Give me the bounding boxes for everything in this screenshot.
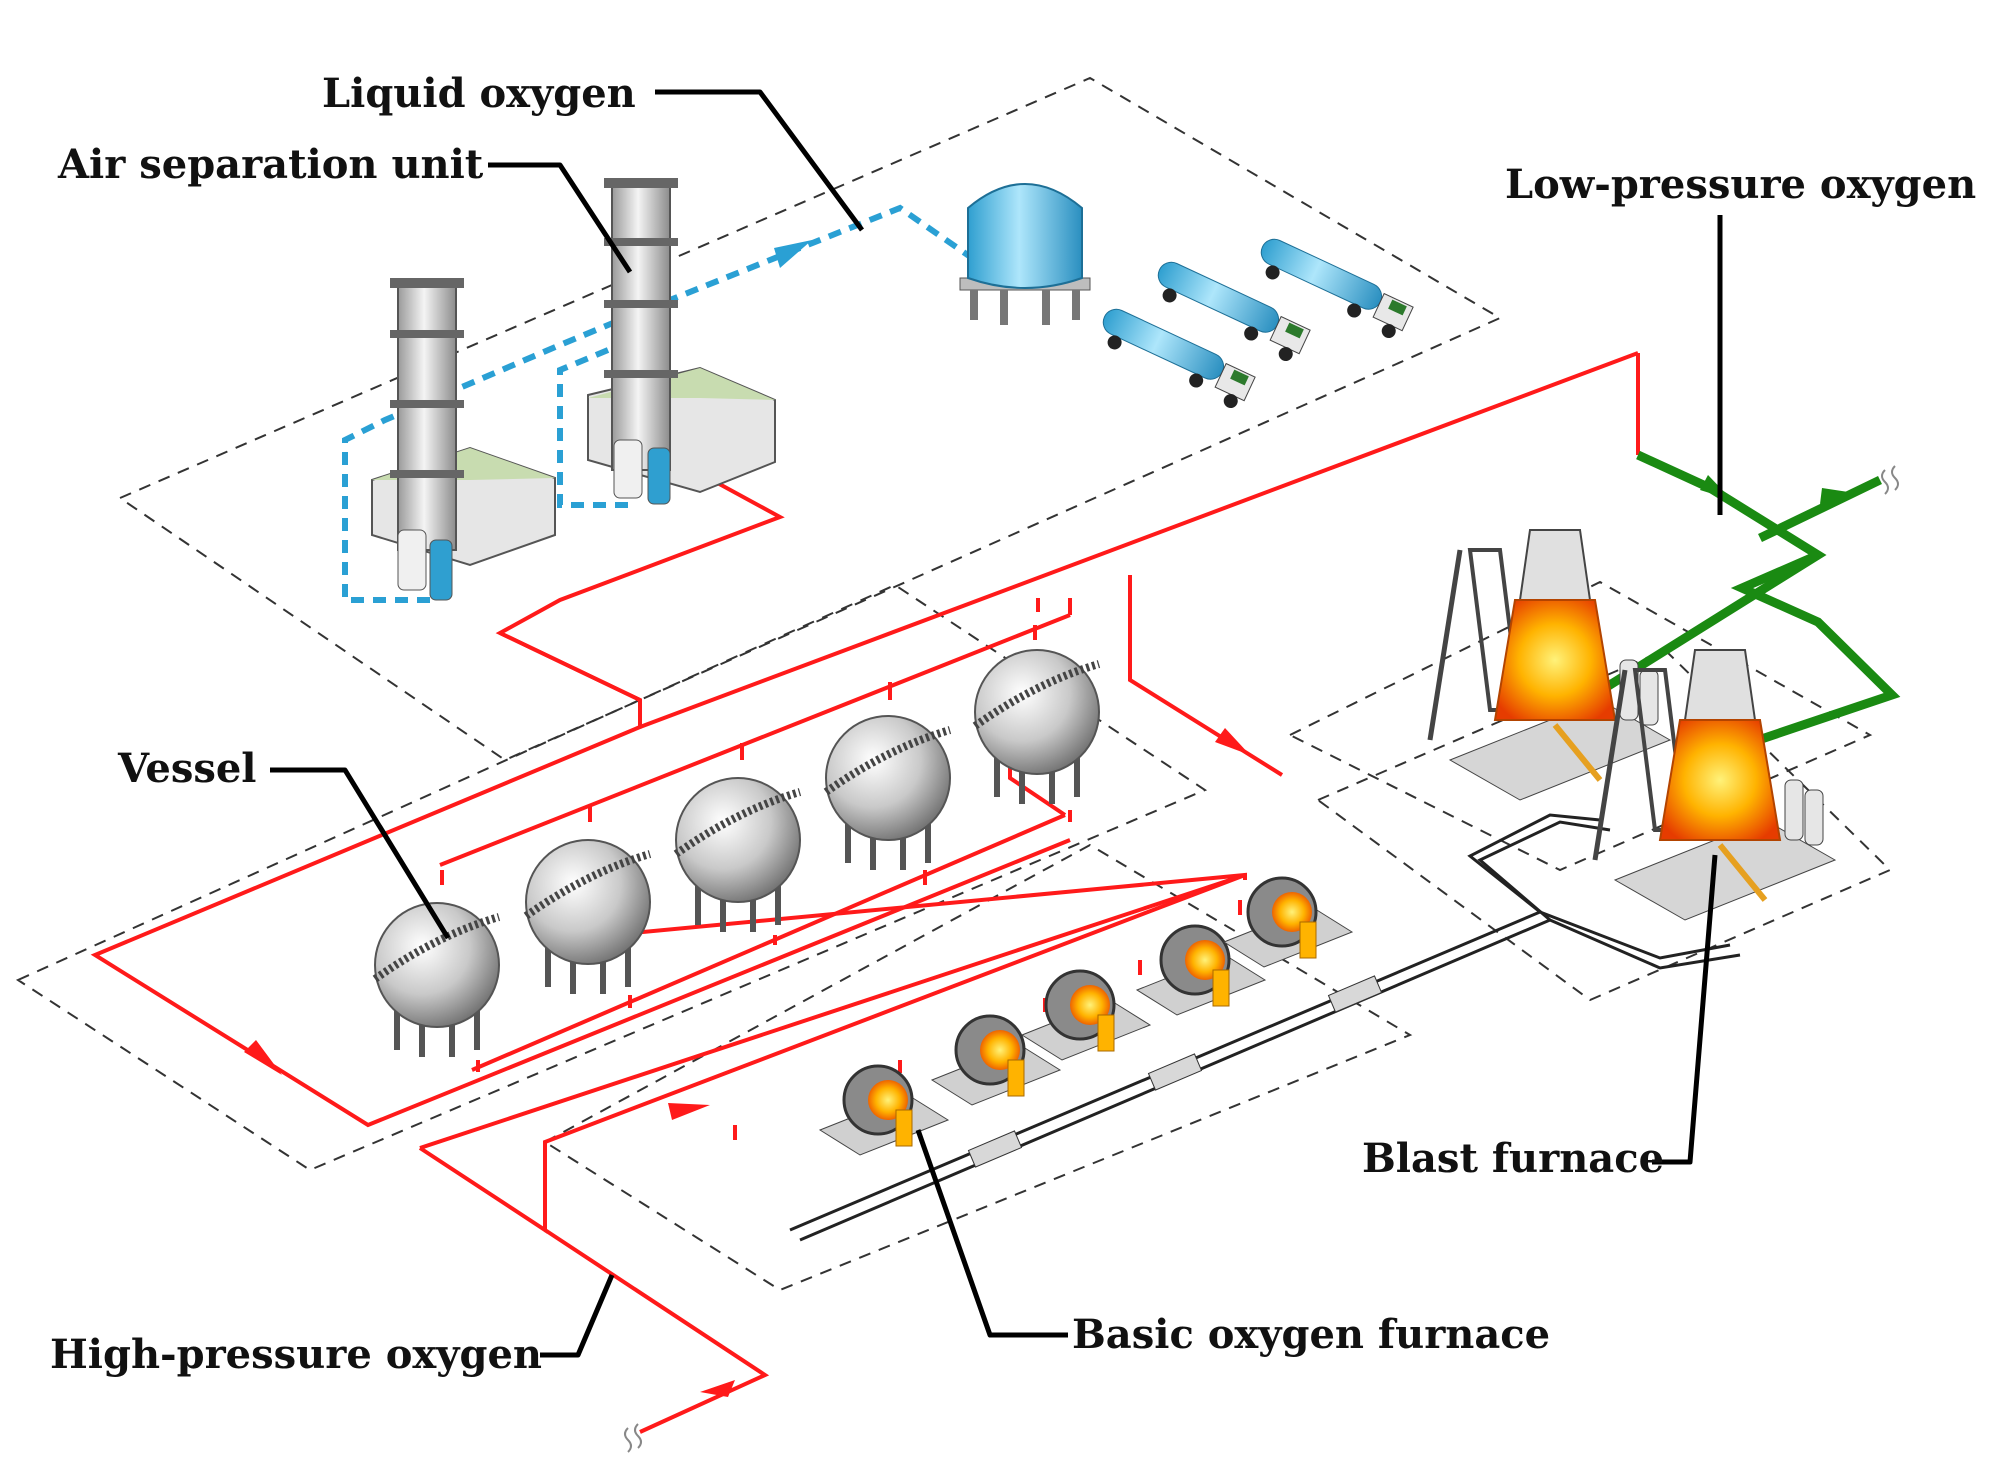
high-pressure-oxygen-pipeline bbox=[90, 351, 1640, 1453]
converter-icon bbox=[1222, 876, 1354, 968]
blast-furnace-icon bbox=[1427, 529, 1672, 801]
column-icon bbox=[397, 279, 457, 551]
liquid-oxygen-tank bbox=[959, 183, 1091, 325]
zone-vessels bbox=[15, 583, 1208, 1172]
flow-arrow-icon bbox=[1820, 488, 1855, 504]
zone-blast-furnace-1 bbox=[1287, 580, 1873, 872]
leader-air-separation-unit bbox=[488, 162, 633, 274]
column-icon bbox=[611, 179, 671, 471]
truck-icon bbox=[1102, 308, 1256, 409]
blast-furnace-group bbox=[1427, 529, 1837, 921]
sphere-tank-icon bbox=[372, 902, 501, 1057]
liquid-oxygen-line bbox=[342, 204, 974, 603]
flow-arrow-icon bbox=[774, 240, 812, 268]
air-separation-unit-2 bbox=[587, 178, 776, 505]
truck-icon bbox=[1157, 261, 1311, 362]
zone-air-separation bbox=[117, 76, 1503, 762]
flow-arrow-icon bbox=[700, 1380, 735, 1397]
sphere-tank-icon bbox=[823, 715, 952, 870]
leader-lines bbox=[270, 89, 1723, 1358]
zone-basic-oxygen-furnace bbox=[543, 843, 1413, 1292]
leader-liquid-oxygen bbox=[655, 89, 865, 232]
label-high-pressure-oxygen: High-pressure oxygen bbox=[50, 1331, 542, 1378]
label-liquid-oxygen: Liquid oxygen bbox=[322, 70, 636, 117]
label-basic-oxygen-furnace: Basic oxygen furnace bbox=[1072, 1311, 1550, 1358]
label-blast-furnace: Blast furnace bbox=[1362, 1135, 1664, 1182]
leader-blast-furnace bbox=[1652, 854, 1718, 1165]
hot-metal-rail bbox=[789, 813, 1741, 1242]
leader-basic-oxygen-furnace bbox=[915, 1129, 1068, 1338]
label-low-pressure-oxygen: Low-pressure oxygen bbox=[1505, 161, 1976, 208]
pipe-end-break-icon bbox=[1881, 465, 1899, 495]
basic-oxygen-furnace-group bbox=[818, 876, 1354, 1156]
sphere-tank-icon bbox=[673, 777, 802, 932]
converter-icon bbox=[1020, 969, 1152, 1061]
flow-arrow-icon bbox=[244, 1040, 282, 1075]
blast-furnace-icon bbox=[1592, 649, 1837, 921]
ladle-car bbox=[1327, 975, 1383, 1013]
flow-arrow-icon bbox=[1215, 728, 1250, 755]
flow-arrow-icon bbox=[1700, 475, 1732, 500]
vessel-group bbox=[372, 649, 1101, 1057]
tanker-truck-group bbox=[1102, 238, 1414, 409]
sphere-tank-icon bbox=[972, 649, 1101, 804]
label-vessel: Vessel bbox=[117, 745, 257, 792]
leader-vessel bbox=[270, 767, 451, 940]
labels: Liquid oxygen Air separation unit Low-pr… bbox=[50, 70, 1976, 1378]
label-air-separation-unit: Air separation unit bbox=[57, 141, 484, 188]
sphere-tank-icon bbox=[523, 839, 652, 994]
leader-high-pressure-oxygen bbox=[540, 1274, 615, 1358]
ladle-car bbox=[967, 1130, 1023, 1168]
air-separation-unit-1 bbox=[371, 278, 556, 601]
truck-icon bbox=[1260, 238, 1414, 339]
ladle-car bbox=[1147, 1053, 1203, 1091]
converter-icon bbox=[818, 1064, 950, 1156]
converter-icon bbox=[1135, 924, 1267, 1016]
pipe-end-break-icon bbox=[624, 1423, 642, 1453]
flow-arrow-icon bbox=[668, 1103, 710, 1120]
converter-icon bbox=[930, 1014, 1062, 1106]
